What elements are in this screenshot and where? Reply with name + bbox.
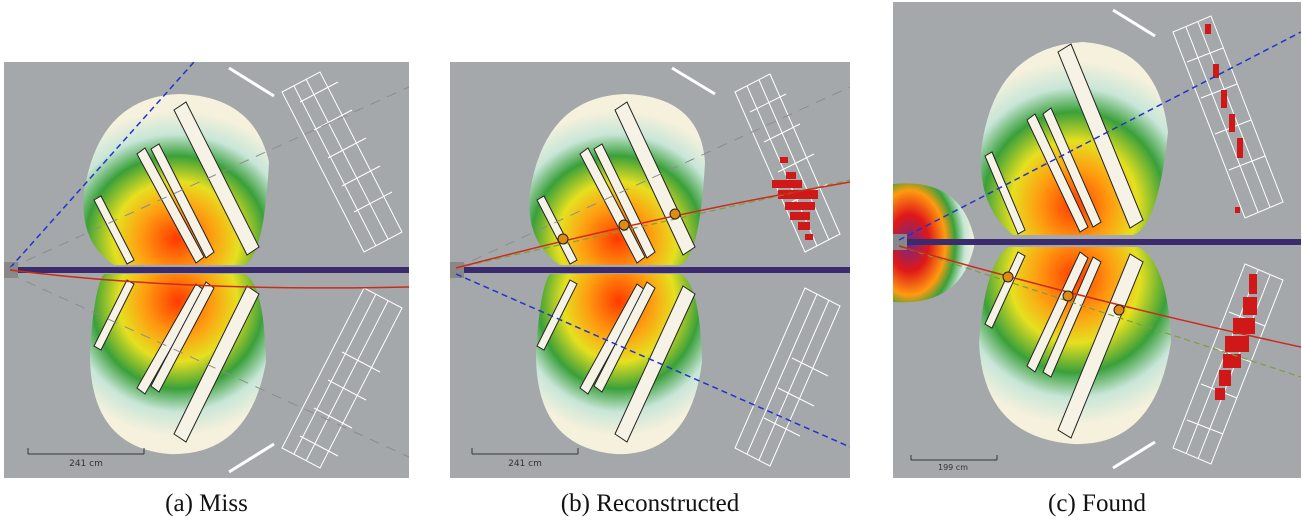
scale-bar [910,455,998,461]
beam-pipe [4,267,409,273]
scale-bar [27,448,145,455]
lower-outer-plane [228,442,275,474]
scale-bar [471,448,579,455]
dashed-ray [898,31,1301,241]
hit-cluster-upper [1205,24,1243,213]
panel-b-svg: 241 cm [450,66,850,469]
dashed-ray [9,62,195,269]
caption-b: (b) Reconstructed [560,490,740,517]
panel-a-event-display: 241 cm [4,62,409,478]
lower-outer-plane [1112,440,1156,470]
scale-label: 199 cm [938,463,968,472]
upper-outer-plane [228,66,275,98]
beam-pipe [450,267,850,273]
upper-calorimeter [281,71,403,253]
hit-cluster-lower [1215,274,1257,400]
faint-ray-upper [455,86,850,269]
red-track [455,181,850,269]
panel-c-event-display: 199 cm [893,2,1301,478]
lower-heatmap-blob [89,274,266,455]
green-dashed-track [898,245,1301,378]
red-track [898,245,1301,348]
panel-c-svg: 199 cm [893,8,1301,472]
upper-calorimeter [1172,15,1284,219]
caption-c: (c) Found [1048,490,1146,517]
upper-detector-planes [93,101,260,265]
dashed-ray [455,273,850,448]
upper-detector-planes [984,43,1144,235]
faint-ray-upper [9,86,409,269]
upper-outer-plane [671,66,716,96]
scale-label: 241 cm [69,459,103,469]
lower-detector-planes [536,279,696,443]
hit-cluster-upper [772,157,818,240]
caption-a: (a) Miss [165,490,248,517]
lower-calorimeter [281,287,403,469]
reconstructed-vertices [1002,271,1125,316]
lower-detector-planes [93,279,260,443]
upper-outer-plane [1112,8,1156,38]
panel-a-svg: 241 cm [4,62,409,474]
target-block [450,262,464,278]
reconstructed-vertices [557,208,681,245]
scale-label: 241 cm [508,459,542,469]
red-track [9,269,409,289]
lower-heatmap-blob [535,274,702,455]
faint-ray-lower [9,273,409,458]
panel-b-event-display: 241 cm [450,62,850,478]
lower-detector-planes [984,251,1144,439]
beam-pipe [893,239,1301,245]
lower-calorimeter [734,287,841,467]
green-dashed-track [455,179,850,269]
